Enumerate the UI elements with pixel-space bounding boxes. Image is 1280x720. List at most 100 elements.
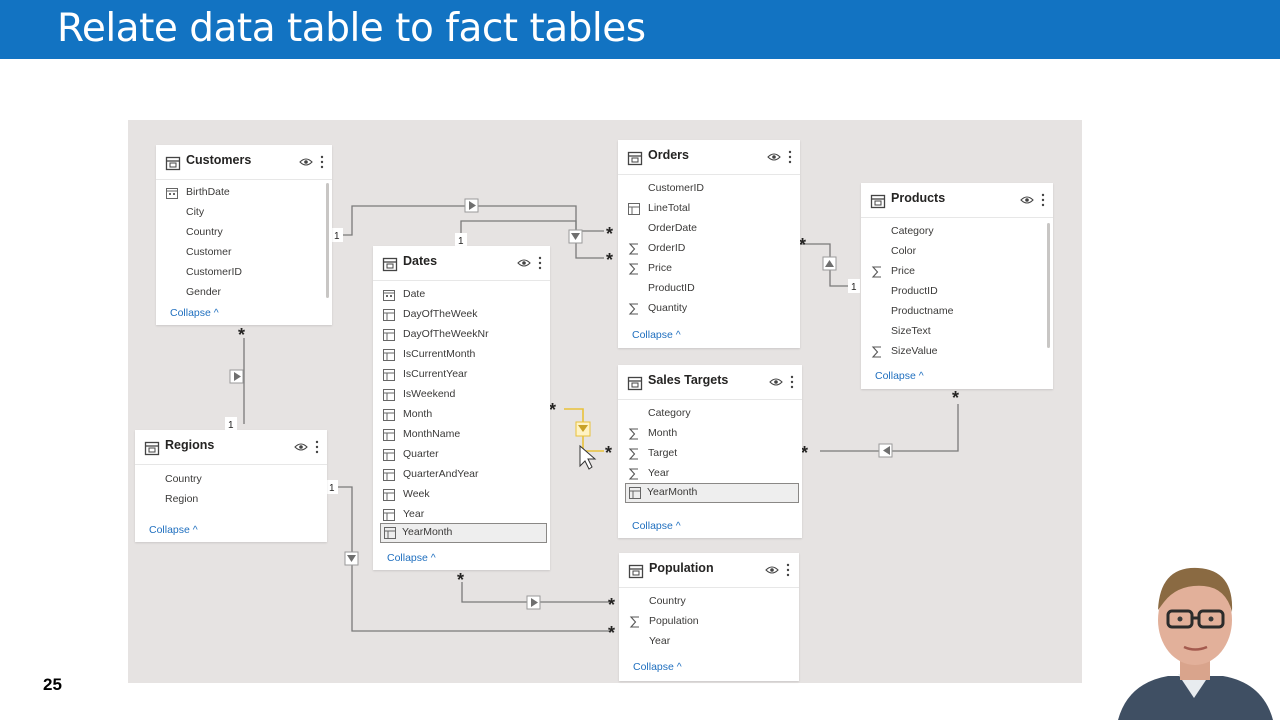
model-diagram-canvas[interactable]: 1 1 * * * 1 * 1 1 * * * * * * * Custome xyxy=(128,120,1082,683)
more-options-icon[interactable] xyxy=(320,155,324,169)
field-label: QuarterAndYear xyxy=(403,468,479,480)
field-row[interactable]: Price xyxy=(861,262,1053,282)
collapse-link[interactable]: Collapse ^ xyxy=(633,661,682,673)
eye-icon[interactable] xyxy=(294,442,308,452)
table-card-sales-targets[interactable]: Sales Targets Category Month Target Year… xyxy=(618,365,802,538)
svg-text:*: * xyxy=(608,595,615,615)
field-row[interactable]: IsCurrentMonth xyxy=(373,345,550,365)
table-name: Orders xyxy=(648,148,689,162)
field-row[interactable]: Population xyxy=(619,612,799,632)
field-label: Productname xyxy=(891,305,954,317)
field-row[interactable]: CustomerID xyxy=(618,179,800,199)
scrollbar[interactable] xyxy=(1047,223,1050,348)
field-row[interactable]: Year xyxy=(373,505,550,525)
more-options-icon[interactable] xyxy=(315,440,319,454)
field-row[interactable]: Customer xyxy=(156,243,332,263)
eye-icon[interactable] xyxy=(767,152,781,162)
field-row[interactable]: IsWeekend xyxy=(373,385,550,405)
field-row-selected[interactable]: YearMonth xyxy=(625,483,799,503)
field-row[interactable]: Year xyxy=(619,632,799,652)
field-row[interactable]: DayOfTheWeekNr xyxy=(373,325,550,345)
field-row[interactable]: Gender xyxy=(156,283,332,303)
field-row[interactable]: Year xyxy=(618,464,802,484)
field-row[interactable]: IsCurrentYear xyxy=(373,365,550,385)
field-row[interactable]: Country xyxy=(619,592,799,612)
field-row[interactable]: DayOfTheWeek xyxy=(373,305,550,325)
card-header[interactable]: Sales Targets xyxy=(618,365,802,400)
field-row[interactable]: Date xyxy=(373,285,550,305)
eye-icon[interactable] xyxy=(517,258,531,268)
collapse-link[interactable]: Collapse ^ xyxy=(875,370,924,382)
field-row[interactable]: City xyxy=(156,203,332,223)
field-row[interactable]: MonthName xyxy=(373,425,550,445)
field-row[interactable]: Price xyxy=(618,259,800,279)
field-row[interactable]: Color xyxy=(861,242,1053,262)
field-label: SizeText xyxy=(891,325,931,337)
field-label: YearMonth xyxy=(647,486,698,498)
table-card-regions[interactable]: Regions Country Region Collapse ^ xyxy=(135,430,327,542)
card-header[interactable]: Population xyxy=(619,553,799,588)
field-row[interactable]: OrderDate xyxy=(618,219,800,239)
field-row[interactable]: Category xyxy=(861,222,1053,242)
field-row[interactable]: Week xyxy=(373,485,550,505)
collapse-link[interactable]: Collapse ^ xyxy=(632,520,681,532)
field-label: Region xyxy=(165,493,199,505)
field-row[interactable]: ProductID xyxy=(618,279,800,299)
field-row[interactable]: Quantity xyxy=(618,299,800,319)
card-header[interactable]: Dates xyxy=(373,246,550,281)
sigma-icon xyxy=(629,616,639,628)
card-header[interactable]: Customers xyxy=(156,145,332,180)
svg-text:1: 1 xyxy=(458,236,464,247)
more-options-icon[interactable] xyxy=(788,150,792,164)
more-options-icon[interactable] xyxy=(790,375,794,389)
more-options-icon[interactable] xyxy=(538,256,542,270)
table-card-products[interactable]: Products Category Color Price ProductID … xyxy=(861,183,1053,389)
eye-icon[interactable] xyxy=(299,157,313,167)
eye-icon[interactable] xyxy=(765,565,779,575)
field-row-selected[interactable]: YearMonth xyxy=(380,523,547,543)
collapse-link[interactable]: Collapse ^ xyxy=(170,307,219,319)
card-header[interactable]: Products xyxy=(861,183,1053,218)
svg-text:1: 1 xyxy=(329,483,335,494)
field-row[interactable]: Country xyxy=(156,223,332,243)
more-options-icon[interactable] xyxy=(786,563,790,577)
collapse-link[interactable]: Collapse ^ xyxy=(387,552,436,564)
field-row[interactable]: Month xyxy=(373,405,550,425)
field-row[interactable]: SizeText xyxy=(861,322,1053,342)
card-header[interactable]: Regions xyxy=(135,430,327,465)
field-row[interactable]: ProductID xyxy=(861,282,1053,302)
card-header[interactable]: Orders xyxy=(618,140,800,175)
table-card-dates[interactable]: Dates Date DayOfTheWeek DayOfTheWeekNr I… xyxy=(373,246,550,570)
field-label: Month xyxy=(403,408,433,420)
table-card-population[interactable]: Population Country Population Year Colla… xyxy=(619,553,799,681)
field-label: Country xyxy=(649,595,686,607)
field-row[interactable]: Category xyxy=(618,404,802,424)
field-row[interactable]: SizeValue xyxy=(861,342,1053,362)
calculated-column-icon xyxy=(383,329,395,341)
field-row[interactable]: BirthDate xyxy=(156,183,332,203)
field-label: Population xyxy=(649,615,699,627)
collapse-link[interactable]: Collapse ^ xyxy=(149,524,198,536)
eye-icon[interactable] xyxy=(1020,195,1034,205)
field-row[interactable]: LineTotal xyxy=(618,199,800,219)
scrollbar[interactable] xyxy=(326,183,329,298)
collapse-link[interactable]: Collapse ^ xyxy=(632,329,681,341)
table-name: Products xyxy=(891,191,946,205)
field-row[interactable]: Productname xyxy=(861,302,1053,322)
field-row[interactable]: Month xyxy=(618,424,802,444)
eye-icon[interactable] xyxy=(769,377,783,387)
more-options-icon[interactable] xyxy=(1041,193,1045,207)
table-card-orders[interactable]: Orders CustomerID LineTotal OrderDate Or… xyxy=(618,140,800,348)
sigma-icon xyxy=(871,266,881,278)
field-row[interactable]: Target xyxy=(618,444,802,464)
field-row[interactable]: OrderID xyxy=(618,239,800,259)
field-row[interactable]: QuarterAndYear xyxy=(373,465,550,485)
field-label: BirthDate xyxy=(186,186,230,198)
field-label: ProductID xyxy=(891,285,938,297)
table-card-customers[interactable]: Customers BirthDate City Country Custome… xyxy=(156,145,332,325)
field-row[interactable]: Country xyxy=(135,470,327,490)
table-icon xyxy=(165,156,181,171)
field-row[interactable]: Quarter xyxy=(373,445,550,465)
field-row[interactable]: Region xyxy=(135,490,327,510)
field-row[interactable]: CustomerID xyxy=(156,263,332,283)
